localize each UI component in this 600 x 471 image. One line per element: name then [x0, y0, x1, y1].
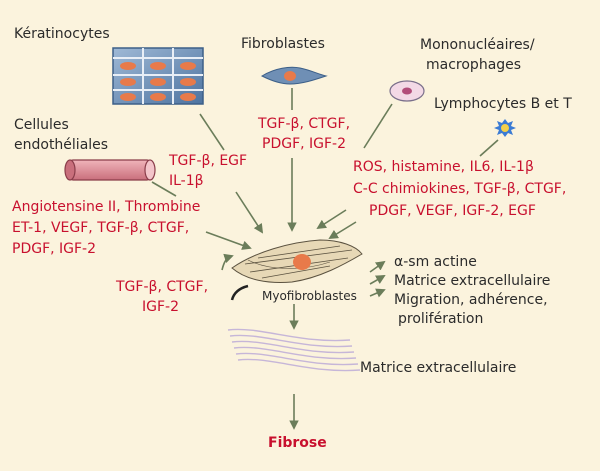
effect-migration: Migration, adhérence, — [394, 292, 548, 308]
macrophage-connector — [363, 103, 393, 149]
keratinocyte-factors-line1: TGF-β, EGF — [169, 153, 248, 169]
matrix-label: Matrice extracellulaire — [360, 360, 517, 376]
effect-proliferation: prolifération — [398, 311, 484, 327]
endothelial-illustration — [64, 159, 156, 181]
keratinocyte-factors-line2: IL-1β — [169, 173, 204, 189]
mononucleaires-label-line2: macrophages — [426, 57, 522, 73]
autocrine-factors-line1: TGF-β, CTGF, — [116, 279, 209, 295]
immune-arrow-2 — [328, 221, 357, 240]
autocrine-factors-line2: IGF-2 — [142, 299, 179, 315]
keratinocyte-arrow — [235, 191, 264, 234]
immune-factors-line1: ROS, histamine, IL6, IL-1β — [353, 159, 534, 175]
endothelial-factors-line2: ET-1, VEGF, TGF-β, CTGF, — [12, 220, 190, 236]
lymphocyte-illustration — [494, 119, 516, 137]
lymphocyte-connector — [479, 139, 499, 157]
immune-arrow-1 — [316, 209, 347, 230]
mononucleaires-label-line1: Mononucléaires/ — [420, 37, 535, 53]
immune-factors-line3: PDGF, VEGF, IGF-2, EGF — [369, 203, 536, 219]
fibrose-label: Fibrose — [268, 435, 327, 451]
endotheliales-label-line2: endothéliales — [14, 137, 109, 153]
keratinocytes-illustration — [112, 47, 204, 105]
endothelial-factors-line1: Angiotensine II, Thrombine — [12, 199, 201, 215]
myofibroblastes-label: Myofibroblastes — [262, 289, 357, 303]
lymphocytes-label: Lymphocytes B et T — [434, 96, 572, 112]
endothelial-factors-line3: PDGF, IGF-2 — [12, 241, 97, 257]
matrix-fibers-illustration — [227, 328, 361, 372]
effect-arrow-2 — [369, 275, 386, 285]
effect-alpha-sm-actine: α-sm actine — [394, 254, 477, 270]
fibroblast-factors-line2: PDGF, IGF-2 — [262, 136, 347, 152]
macrophage-illustration — [389, 80, 425, 102]
endothelial-arrow — [205, 231, 252, 250]
endotheliales-label-line1: Cellules — [14, 117, 69, 133]
immune-factors-line2: C-C chimiokines, TGF-β, CTGF, — [353, 181, 567, 197]
fibroblast-factors-line1: TGF-β, CTGF, — [258, 116, 351, 132]
fibroblast-illustration — [260, 66, 328, 85]
fibroblastes-label: Fibroblastes — [241, 36, 325, 52]
myofibroblast-illustration — [230, 239, 363, 301]
endothelial-connector — [151, 181, 177, 197]
effect-arrow-3 — [369, 288, 386, 298]
keratinocytes-label: Kératinocytes — [14, 26, 110, 42]
effect-matrice: Matrice extracellulaire — [394, 273, 551, 289]
keratinocyte-connector — [199, 113, 225, 151]
arrows — [151, 88, 499, 430]
effect-arrow-1 — [369, 260, 386, 273]
autocrine-arrow — [221, 253, 234, 271]
